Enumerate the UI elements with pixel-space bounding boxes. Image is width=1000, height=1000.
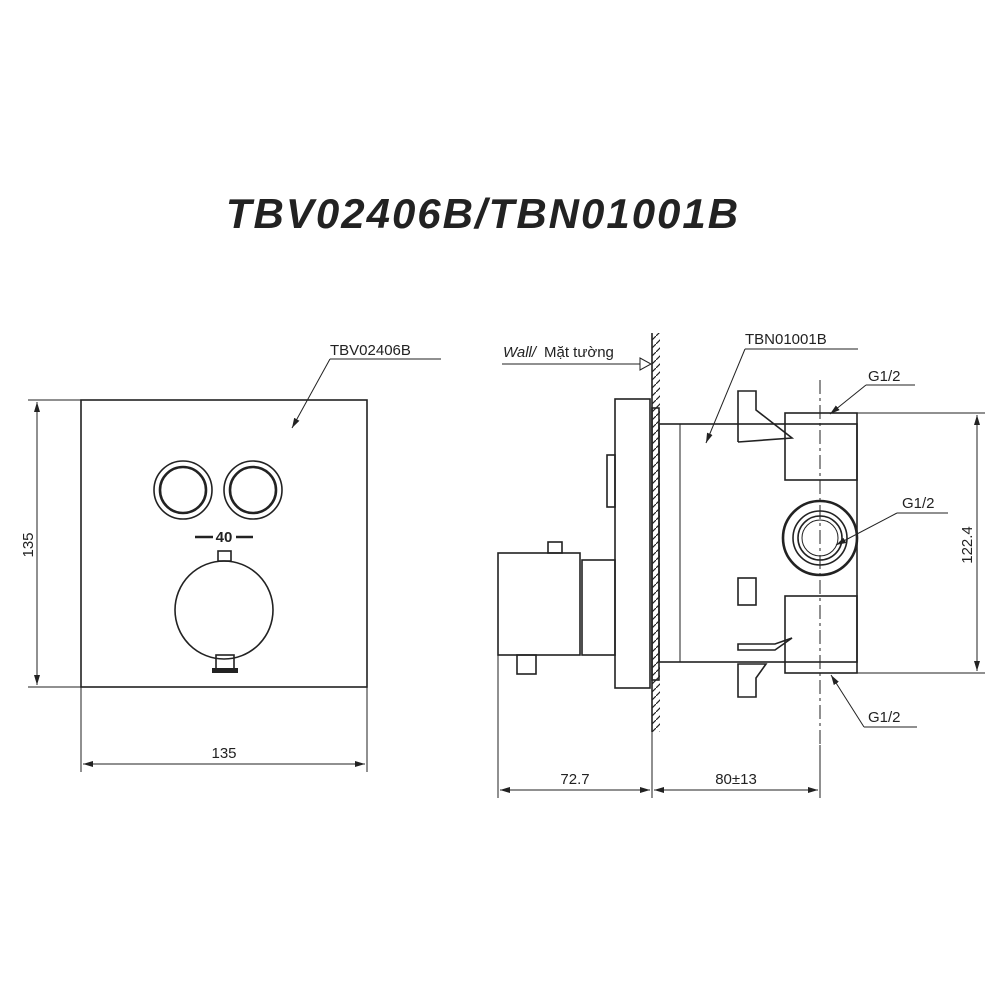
thermostat-knob [174, 560, 274, 660]
lug-bottom [737, 663, 768, 698]
cover-plate-side [614, 398, 651, 689]
button-left [153, 460, 213, 520]
drawing-title: TBV02406B/TBN01001B [226, 190, 740, 237]
front-view: 40 TBV02406B 135 135 [20, 342, 441, 772]
port-spacing-dim: 122.4 [959, 526, 976, 564]
port-bottom [784, 595, 858, 674]
width-dim: 135 [211, 745, 236, 762]
button-spacing-dim: 40 [216, 529, 233, 546]
port-bottom-label: G1/2 [868, 709, 901, 726]
collar [581, 559, 616, 656]
port-middle-label: G1/2 [902, 495, 935, 512]
lug-top [737, 390, 795, 443]
wall-label: Mặt tường [544, 344, 614, 361]
knob-marker [217, 550, 232, 562]
wall-hatching [652, 333, 660, 732]
side-part-label: TBN01001B [745, 331, 827, 348]
cover-plate [80, 399, 368, 688]
wall-label-italic: Wall/ [503, 344, 538, 361]
height-dim: 135 [20, 532, 37, 557]
side-view: Wall/ Mặt tường TBN01001B G1/2 [497, 331, 985, 798]
port-top-label: G1/2 [868, 368, 901, 385]
port-top [784, 412, 858, 481]
valve-body [658, 423, 858, 663]
front-part-label: TBV02406B [330, 342, 411, 359]
depth-dim: 80±13 [715, 771, 757, 788]
knob-side [497, 552, 581, 656]
button-right [223, 460, 283, 520]
protrusion-dim: 72.7 [560, 771, 589, 788]
